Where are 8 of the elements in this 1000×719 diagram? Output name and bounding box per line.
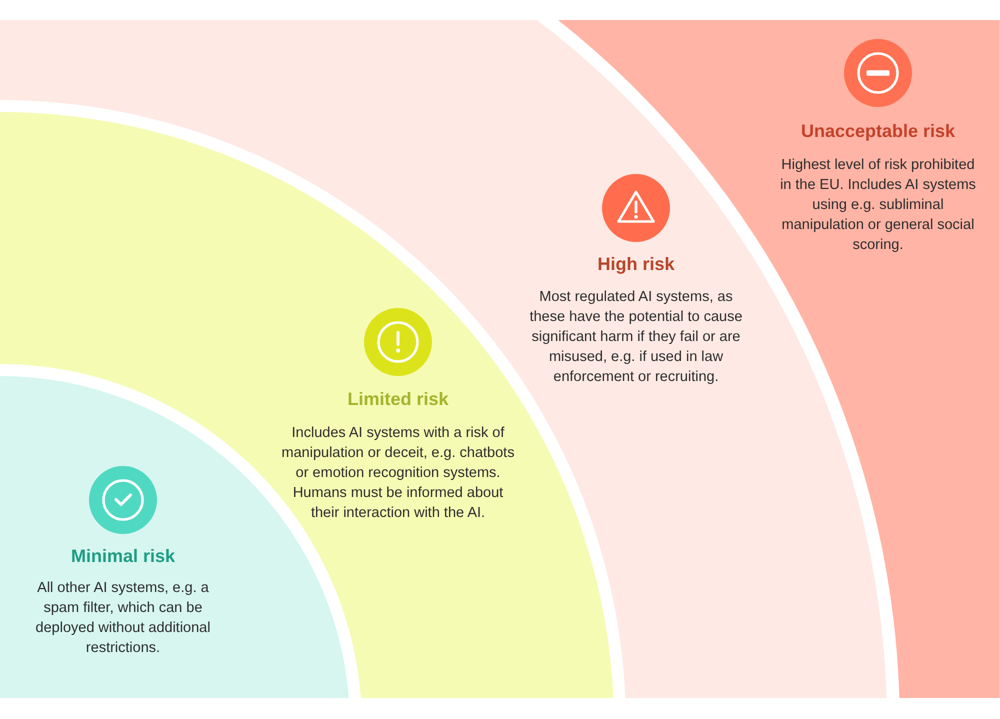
risk-description: Includes AI systems with a risk of manipulation or deceit, e.g. chatbots or emotion recognition systems. Humans must be informed about their interaction with the AI.	[280, 424, 516, 523]
risk-level-heading: Unacceptable risk	[800, 120, 956, 142]
risk-level-heading: Minimal risk	[71, 545, 176, 567]
risk-level-heading: Limited risk	[348, 388, 449, 410]
risk-description: All other AI systems, e.g. a spam filter, which can be deployed without additional restrictions.	[34, 579, 212, 658]
risk-description: Highest level of risk prohibited in the EU. Includes AI systems using e.g. subliminal manipulation or general social scoring.	[779, 156, 977, 255]
risk-level-heading: High risk	[598, 253, 675, 275]
risk-description: Most regulated AI systems, as these have the potential to cause significant harm if they fail or are misused, e.g. if used in law enforcement or recruiting.	[528, 288, 744, 387]
